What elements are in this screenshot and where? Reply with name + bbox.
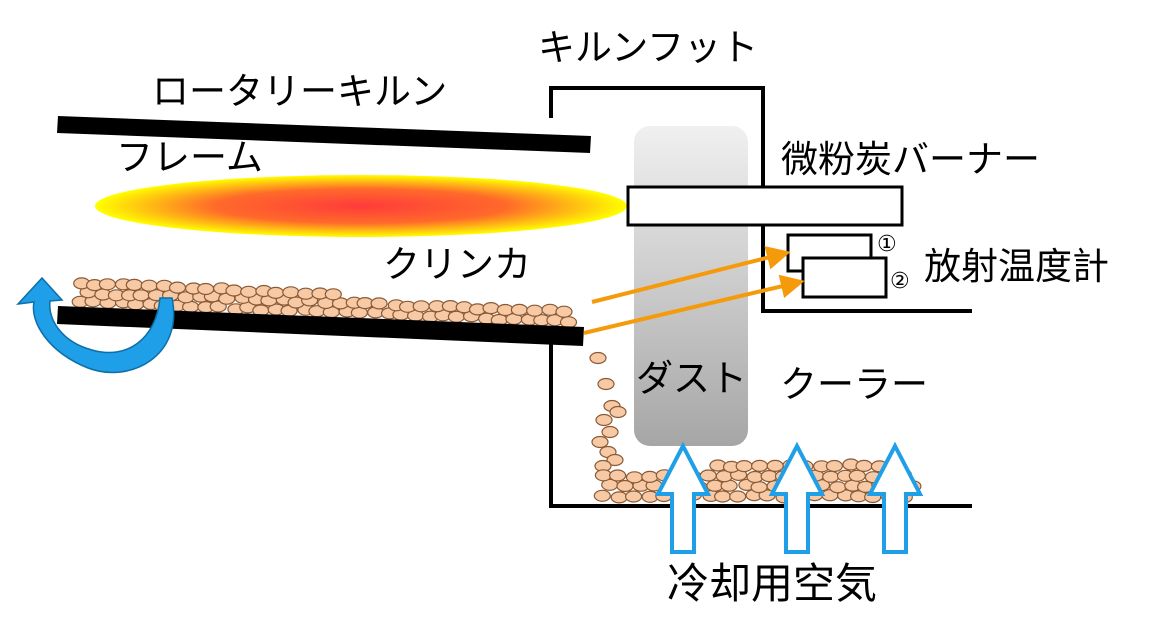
clinker-pellet: [555, 305, 573, 318]
clinker-pellet: [482, 302, 500, 315]
clinker-pellet: [591, 435, 609, 449]
clinker-pellet: [559, 316, 578, 329]
clinker-pellet: [766, 459, 784, 472]
rotation-arrow-icon: [16, 276, 175, 374]
flame: [95, 175, 627, 237]
clinker-pellet: [541, 303, 559, 316]
clinker-pellet: [412, 300, 430, 313]
clinker-pellet: [624, 490, 643, 503]
clinker-pellet: [526, 304, 544, 317]
label-rotary-kiln: ロータリーキルン: [152, 70, 447, 113]
up-arrow-icon: [768, 441, 826, 554]
up-arrow-icon: [866, 441, 924, 554]
clinker-pellet: [713, 490, 732, 503]
clinker-pellet: [595, 413, 613, 427]
clinker-pellet: [822, 470, 840, 483]
up-arrow-icon: [654, 441, 712, 554]
clinker-pellet: [606, 453, 624, 467]
clinker-falling: [589, 351, 627, 473]
clinker-pellet: [240, 285, 258, 298]
label-kiln-foot: キルンフット: [538, 26, 758, 69]
clinker-pellet: [597, 377, 615, 391]
cooling-air-arrows: [654, 441, 924, 554]
thermometer-housing-wall: [761, 222, 972, 313]
clinker-pellet: [98, 278, 117, 291]
marker-2: ②: [890, 269, 910, 294]
clinker-pellet: [609, 405, 627, 419]
clinker-pellet: [829, 481, 847, 494]
label-cooling-air: 冷却用空気: [667, 559, 877, 608]
clinker-pellet: [750, 459, 769, 472]
clinker-pellet: [589, 351, 607, 365]
sensor-line-2: [583, 274, 805, 335]
clinker-pellet: [729, 490, 747, 503]
clinker-pellet: [750, 481, 768, 494]
clinker-pellet: [625, 471, 644, 484]
clinker-pellet: [855, 459, 873, 472]
clinker-pellet: [267, 286, 285, 299]
clinker-pellet: [225, 284, 243, 297]
clinker-pellet: [197, 282, 215, 296]
thermometer-2: [801, 256, 888, 299]
clinker-pellet: [594, 469, 613, 482]
clinker-pellet: [125, 278, 143, 291]
clinker-pellet: [601, 425, 619, 439]
label-flame: フレーム: [116, 136, 263, 179]
clinker-pellet: [825, 459, 844, 473]
label-cooler: クーラー: [780, 363, 928, 406]
clinker-pellet: [735, 460, 753, 473]
clinker-cooler-bed: [593, 458, 922, 504]
label-dust: ダスト: [636, 357, 747, 400]
kiln-foot-lower-wall: [549, 338, 972, 508]
kiln-lower-wall: [57, 306, 584, 346]
clinker-pellet: [168, 281, 187, 294]
clinker-pellet: [297, 287, 315, 300]
label-clinker: クリンカ: [383, 243, 531, 286]
clinker-pellet: [324, 288, 342, 301]
clinker-pellet: [699, 469, 717, 482]
clinker-pellet: [510, 303, 529, 316]
clinker-pellet: [641, 470, 659, 483]
kiln-foot-wall: [549, 86, 765, 188]
clinker-pellet: [608, 469, 627, 482]
label-burner: 微粉炭バーナー: [781, 138, 1040, 181]
clinker-pellet: [282, 286, 300, 299]
kiln-upper-wall: [57, 116, 591, 153]
burner-pipe: [626, 185, 904, 227]
clinker-pellet: [760, 470, 778, 483]
sensor-line-1: [591, 246, 791, 304]
clinker-pellet: [593, 489, 611, 502]
clinker-pellet: [610, 491, 628, 504]
marker-1: ①: [877, 232, 897, 257]
clinker-pellet: [370, 297, 388, 310]
label-thermometer: 放射温度計: [924, 245, 1109, 288]
clinker-pellet: [140, 279, 158, 292]
